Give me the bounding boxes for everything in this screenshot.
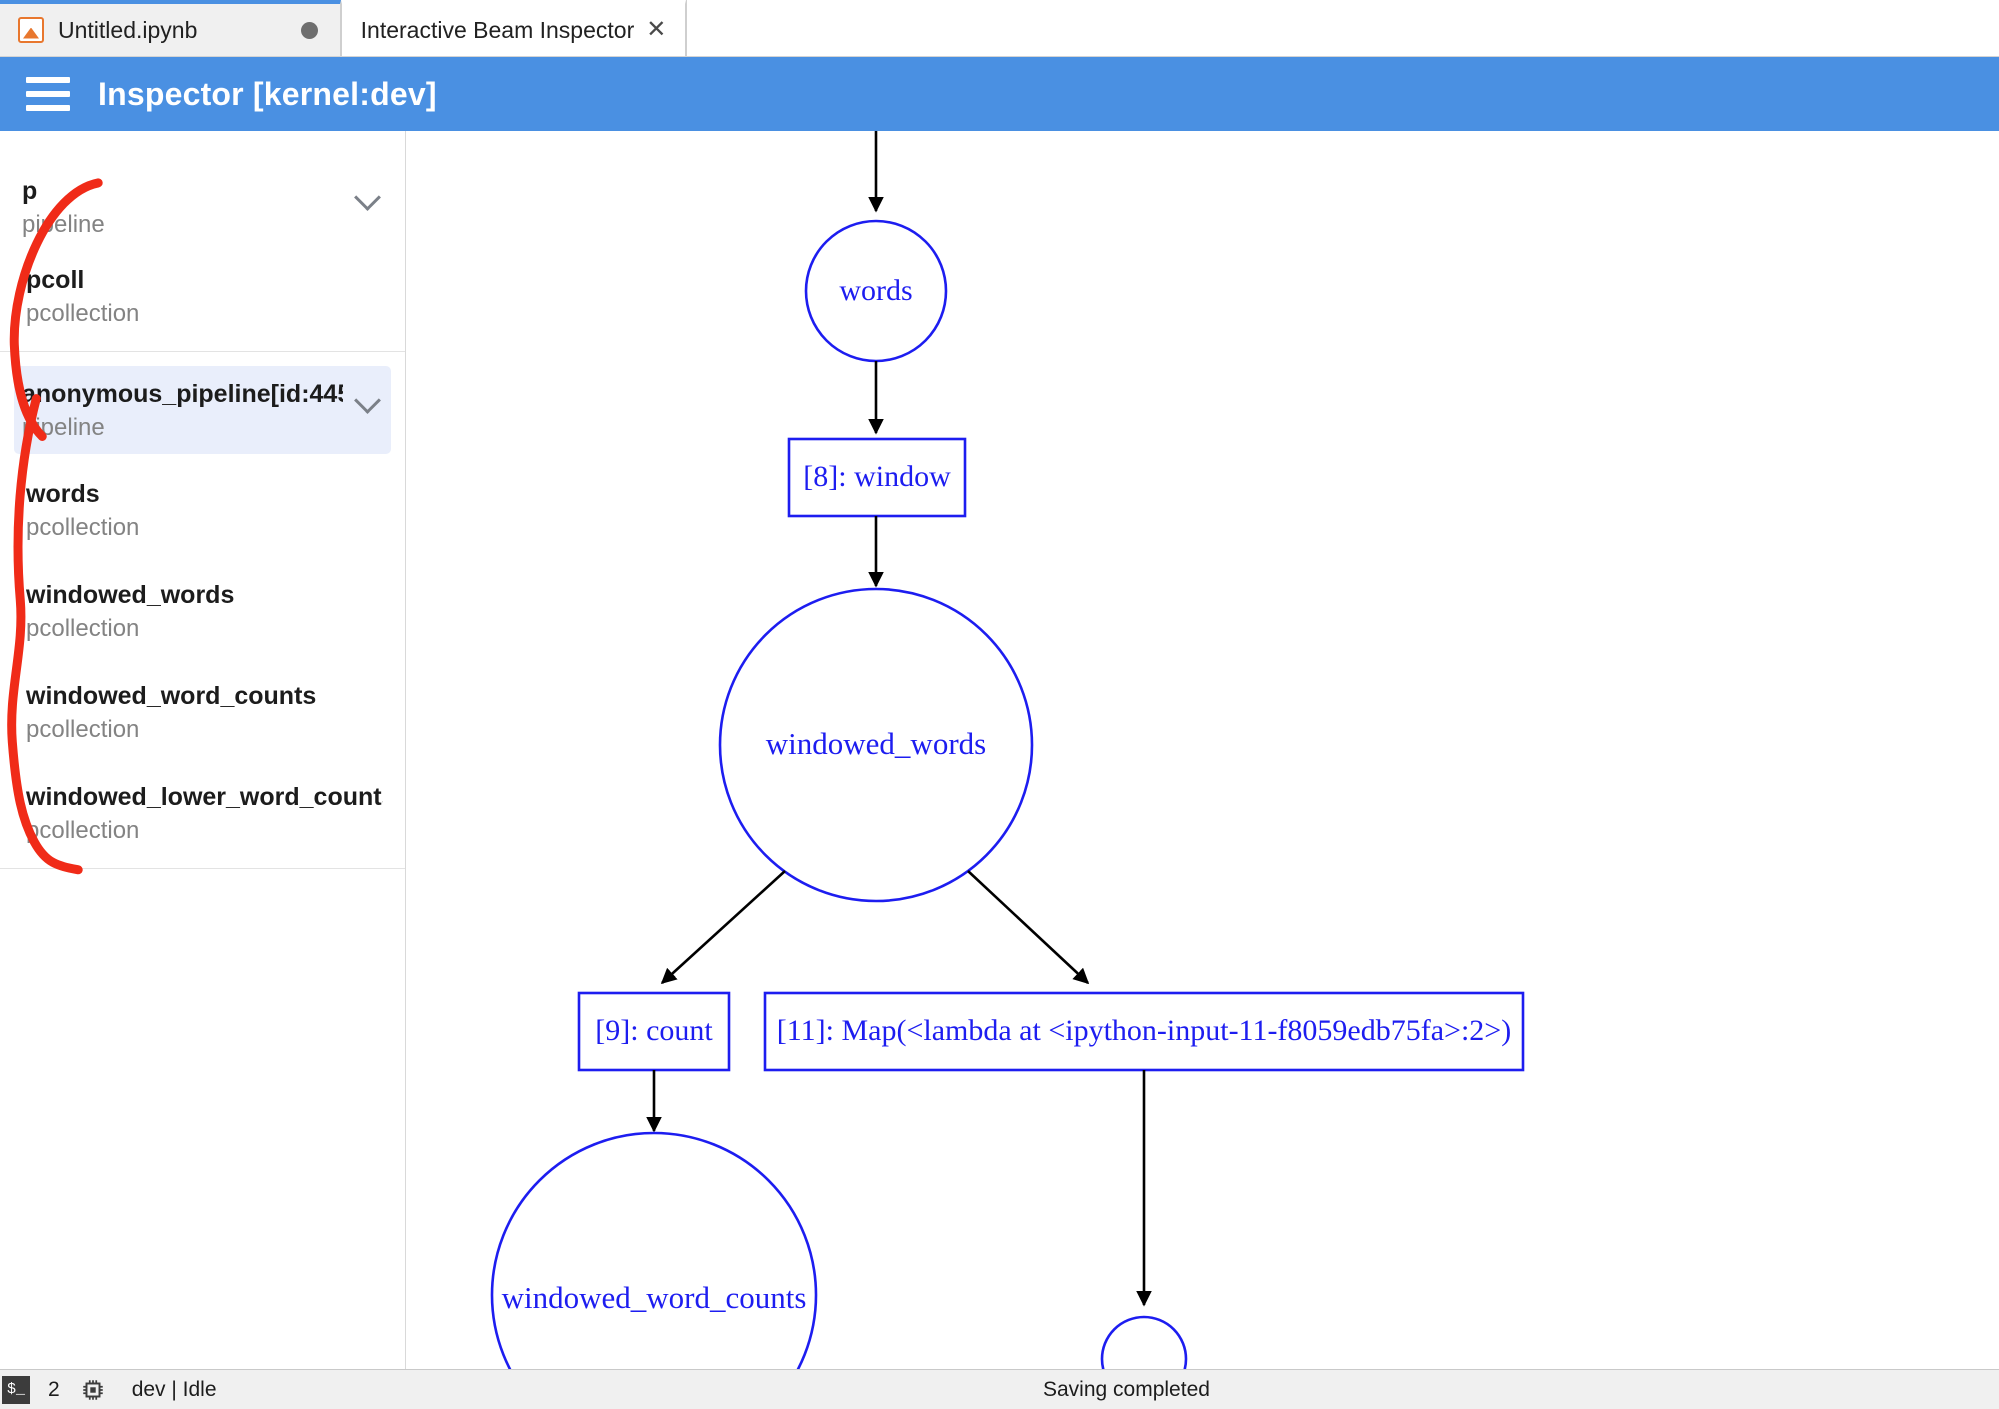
chevron-down-icon[interactable] <box>353 181 383 211</box>
sidebar-item-windowed-word-counts[interactable]: windowed_word_counts pcollection <box>0 656 405 757</box>
sidebar-item-pcoll[interactable]: pcoll pcollection <box>0 252 405 351</box>
chevron-down-icon[interactable] <box>353 384 383 414</box>
pipeline-graph: words [8]: window windowed_words [9]: co… <box>490 131 1525 1369</box>
edge-windowedwords-count <box>660 870 786 985</box>
sidebar-item-windowed-lower-word-counts[interactable]: windowed_lower_word_counts pcollection <box>0 757 405 868</box>
sidebar-item-kind: pipeline <box>22 413 105 441</box>
inspector-body: p pipeline pcoll pcollection anonymous_p… <box>0 131 1999 1369</box>
tree-group-anonymous-pipeline: anonymous_pipeline[id:44516… pipeline wo… <box>0 365 405 869</box>
chip-icon[interactable] <box>80 1377 106 1403</box>
pipeline-graph-canvas[interactable]: words [8]: window windowed_words [9]: co… <box>406 131 1999 1369</box>
sidebar-item-kind: pcollection <box>26 299 140 327</box>
graph-node-windowed-words[interactable] <box>718 587 1034 903</box>
sidebar-item-kind: pcollection <box>26 715 140 743</box>
sidebar-item-words[interactable]: words pcollection <box>0 454 405 555</box>
edge-windowedwords-map <box>967 870 1090 985</box>
graph-node-windowed-word-counts-label: windowed_word_counts <box>502 1280 807 1315</box>
tab-bar-empty-area <box>686 0 1999 56</box>
sidebar-item-label: pcoll <box>26 265 85 294</box>
sidebar-item-p[interactable]: p pipeline <box>0 131 405 252</box>
graph-node-windowed-word-counts[interactable] <box>490 1131 818 1369</box>
sidebar-item-label: anonymous_pipeline[id:44516… <box>22 379 343 408</box>
inspector-header: Inspector [kernel:dev] <box>0 57 1999 131</box>
sidebar-item-anonymous-pipeline[interactable]: anonymous_pipeline[id:44516… pipeline <box>14 365 391 455</box>
tree-group-p: p pipeline pcoll pcollection <box>0 131 405 352</box>
tab-interactive-beam-inspector[interactable]: Interactive Beam Inspector ✕ <box>341 0 686 56</box>
tab-label: Untitled.ipynb <box>58 16 198 43</box>
sidebar-item-kind: pcollection <box>26 816 140 844</box>
sidebar-item-label: words <box>26 480 100 509</box>
hamburger-icon[interactable] <box>26 77 70 111</box>
sidebar-item-label: p <box>22 177 38 205</box>
sidebar-item-label: windowed_word_counts <box>26 681 317 710</box>
page-title: Inspector [kernel:dev] <box>98 75 437 112</box>
sidebar-item-kind: pcollection <box>26 514 140 542</box>
terminal-icon[interactable]: $_ <box>2 1375 30 1404</box>
notebook-icon <box>18 17 44 43</box>
graph-node-unnamed[interactable] <box>1100 1315 1188 1369</box>
tab-untitled-ipynb[interactable]: Untitled.ipynb <box>0 0 341 56</box>
close-icon[interactable]: ✕ <box>646 16 667 43</box>
status-bar: $_ 2 dev | Idle Saving completed <box>0 1369 1999 1409</box>
sidebar-item-windowed-words[interactable]: windowed_words pcollection <box>0 555 405 656</box>
pipeline-tree-sidebar[interactable]: p pipeline pcoll pcollection anonymous_p… <box>0 131 406 1369</box>
tab-bar: Untitled.ipynb Interactive Beam Inspecto… <box>0 0 1999 57</box>
sidebar-item-kind: pipeline <box>22 211 105 238</box>
unsaved-indicator-icon[interactable] <box>301 21 318 39</box>
graph-node-words-label: words <box>839 274 912 307</box>
sidebar-item-label: windowed_words <box>26 581 235 610</box>
graph-node-window-label: [8]: window <box>803 460 951 493</box>
graph-node-windowed-words-label: windowed_words <box>766 726 986 761</box>
graph-node-count-label: [9]: count <box>595 1014 713 1047</box>
sidebar-item-label: windowed_lower_word_counts <box>26 782 383 811</box>
graph-node-map-label: [11]: Map(<lambda at <ipython-input-11-f… <box>777 1014 1511 1047</box>
terminal-count: 2 <box>48 1377 60 1401</box>
sidebar-item-kind: pcollection <box>26 615 140 643</box>
tab-label: Interactive Beam Inspector <box>360 16 635 43</box>
saving-status: Saving completed <box>1043 1377 1210 1401</box>
kernel-status[interactable]: dev | Idle <box>131 1377 217 1401</box>
